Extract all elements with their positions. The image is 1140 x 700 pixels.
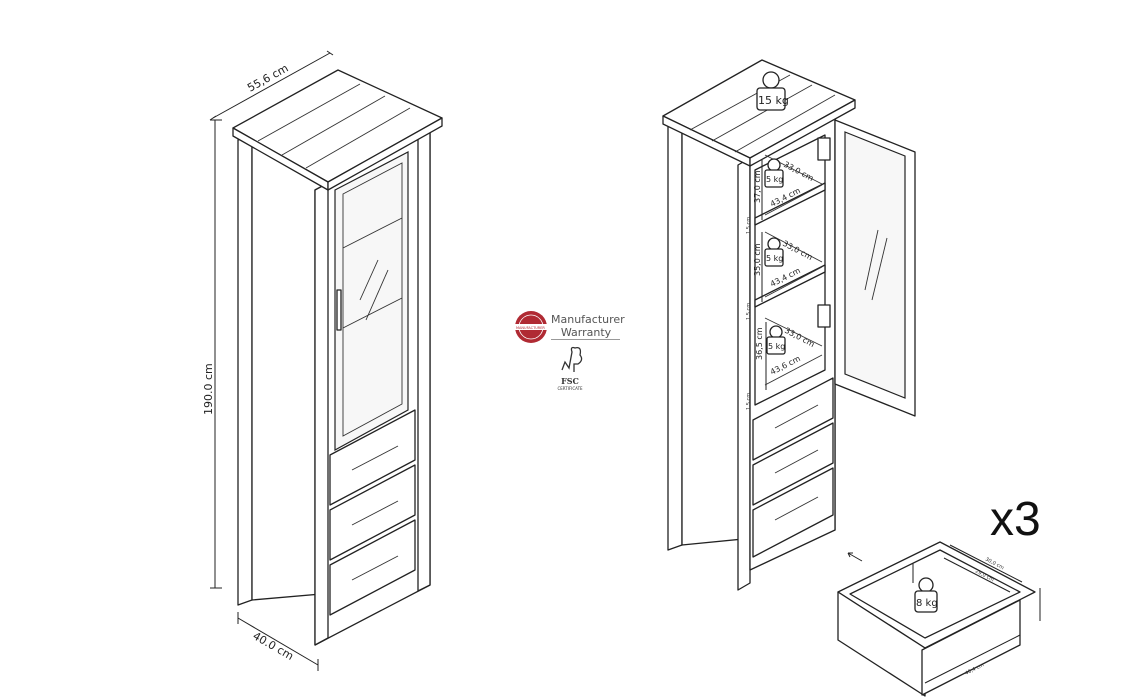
- door-handle: [336, 289, 342, 331]
- right-drawers: [752, 377, 834, 558]
- top-load-label: 15 kg: [758, 94, 789, 107]
- shelf-1-spacer: 1,5 cm: [746, 217, 752, 234]
- shelf-2-height: 35,0 cm: [753, 243, 762, 276]
- warranty-line1: Manufacturer: [551, 313, 625, 326]
- shelf-2: [754, 264, 826, 308]
- left-side-panel: [237, 134, 253, 606]
- drawer-load: 8 kg: [916, 598, 938, 609]
- drawer-front: [921, 599, 1021, 696]
- warranty-seal-text: MANUFACTURER: [516, 326, 545, 330]
- shelf-3-height: 36,5 cm: [755, 327, 764, 360]
- arrow-icon: [847, 552, 863, 562]
- hinge-bottom: [817, 304, 831, 328]
- warranty-label: Manufacturer Warranty: [551, 313, 625, 339]
- shelf-3-spacer: 1,5 cm: [746, 393, 752, 410]
- width-dimension: 55,6 cm: [245, 62, 290, 95]
- warranty-line2: Warranty: [560, 326, 612, 339]
- shelf-2-weight: 5 kg: [764, 237, 784, 267]
- depth-dimension: 40.0 cm: [251, 629, 296, 663]
- warranty-seal: MANUFACTURER: [515, 311, 547, 343]
- svg-text:5 kg: 5 kg: [768, 342, 785, 351]
- fsc-label: FSC: [561, 376, 579, 386]
- height-dimension: 190.0 cm: [202, 363, 215, 415]
- left-drawers: [329, 409, 416, 616]
- fsc-tree-icon: [561, 346, 583, 372]
- shelf-2-spacer: 1,5 cm: [746, 303, 752, 320]
- top-weight: 15 kg: [756, 71, 789, 111]
- shelf-1-weight: 5 kg: [764, 158, 784, 188]
- left-cabinet: 55,6 cm 190.0 cm 40.0 cm: [202, 50, 443, 671]
- shelf-1-height: 37,0 cm: [753, 170, 762, 203]
- svg-text:5 kg: 5 kg: [766, 254, 783, 263]
- drawer-detail: 30,0 cm 29,0 cm 40,4 cm 8 kg: [837, 541, 1041, 697]
- svg-text:5 kg: 5 kg: [766, 175, 783, 184]
- drawer-weight: 8 kg: [914, 577, 938, 613]
- left-glass-door: [334, 151, 409, 452]
- right-cabinet: 15 kg 5 kg 5 kg 5 kg 33,0 cm 43,4 cm 37,…: [662, 59, 916, 591]
- warranty-divider: [551, 339, 620, 340]
- fsc-sub: CERTIFICATE: [557, 386, 583, 391]
- drawer-multiplier: x3: [990, 493, 1041, 546]
- shelf-3-weight: 5 kg: [766, 325, 786, 355]
- hinge-top: [817, 137, 831, 161]
- shelf-1: [754, 182, 826, 226]
